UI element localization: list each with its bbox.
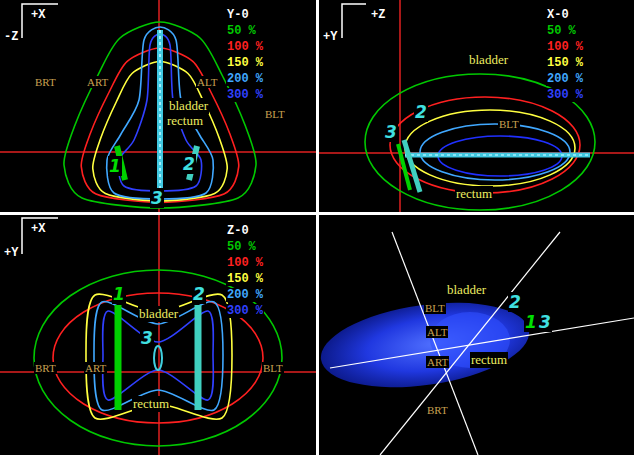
legend-entry: 100 % [226,256,264,270]
axis-label: Y-0 [226,8,250,22]
organ-label: bladder [468,52,509,68]
legend-entry: 100 % [546,40,584,54]
callout-number: 1 [112,284,126,304]
legend-entry: 300 % [546,88,584,102]
organ-label: rectum [455,186,493,202]
callout-number: 3 [538,312,552,332]
legend-entry: 50 % [226,24,257,38]
organ-label: bladder [446,282,487,298]
legend-entry: 150 % [546,56,584,70]
legend-entry: 150 % [226,56,264,70]
organ-label: bladder [168,98,209,114]
axis-label: X-0 [546,8,570,22]
dose-volume-3d [315,232,634,455]
point-label: BRT [426,404,449,416]
callout-number: 2 [508,292,522,312]
isodose-curve [86,294,232,419]
legend-entry: 150 % [226,272,264,286]
axis-label: +Y [3,246,19,260]
legend-entry: 50 % [226,240,257,254]
axis-bracket [22,4,366,254]
axis-label: +X [30,8,46,22]
organ-label: rectum [132,396,170,412]
organ-label: rectum [470,352,508,368]
isodose-curve [94,302,223,411]
axis-label: +X [30,222,46,236]
callout-number: 2 [182,154,196,174]
point-label: ART [84,362,107,374]
callout-number: 3 [384,122,398,142]
organ-label: bladder [138,306,179,322]
callout-number: 1 [524,312,538,332]
point-label: BLT [424,302,446,314]
callout-number: 3 [140,328,154,348]
axis-label: +Z [370,8,386,22]
axis-label: +Y [322,30,338,44]
point-label: ART [426,356,449,368]
legend-entry: 200 % [546,72,584,86]
point-label: BLT [498,118,520,130]
legend-entry: 200 % [226,288,264,302]
point-label: ART [86,76,109,88]
point-label: ALT [196,76,218,88]
applicator [117,30,590,410]
point-label: BLT [264,108,286,120]
legend-entry: 200 % [226,72,264,86]
isodose-curve [34,22,595,446]
point-label: ALT [426,326,448,338]
legend-entry: 300 % [226,304,264,318]
point-label: BRT [34,76,57,88]
callout-number: 2 [192,284,206,304]
axis-label: Z-0 [226,224,250,238]
point-label: BRT [34,362,57,374]
axis-label: -Z [3,30,19,44]
callout-number: 1 [108,156,122,176]
point-label: BLT [262,362,284,374]
isodose-curve [107,27,214,199]
callout-number: 2 [414,102,428,122]
legend-entry: 300 % [226,88,264,102]
legend-entry: 50 % [546,24,577,38]
organ-label: rectum [166,113,204,129]
legend-entry: 100 % [226,40,264,54]
callout-number: 3 [150,188,164,208]
